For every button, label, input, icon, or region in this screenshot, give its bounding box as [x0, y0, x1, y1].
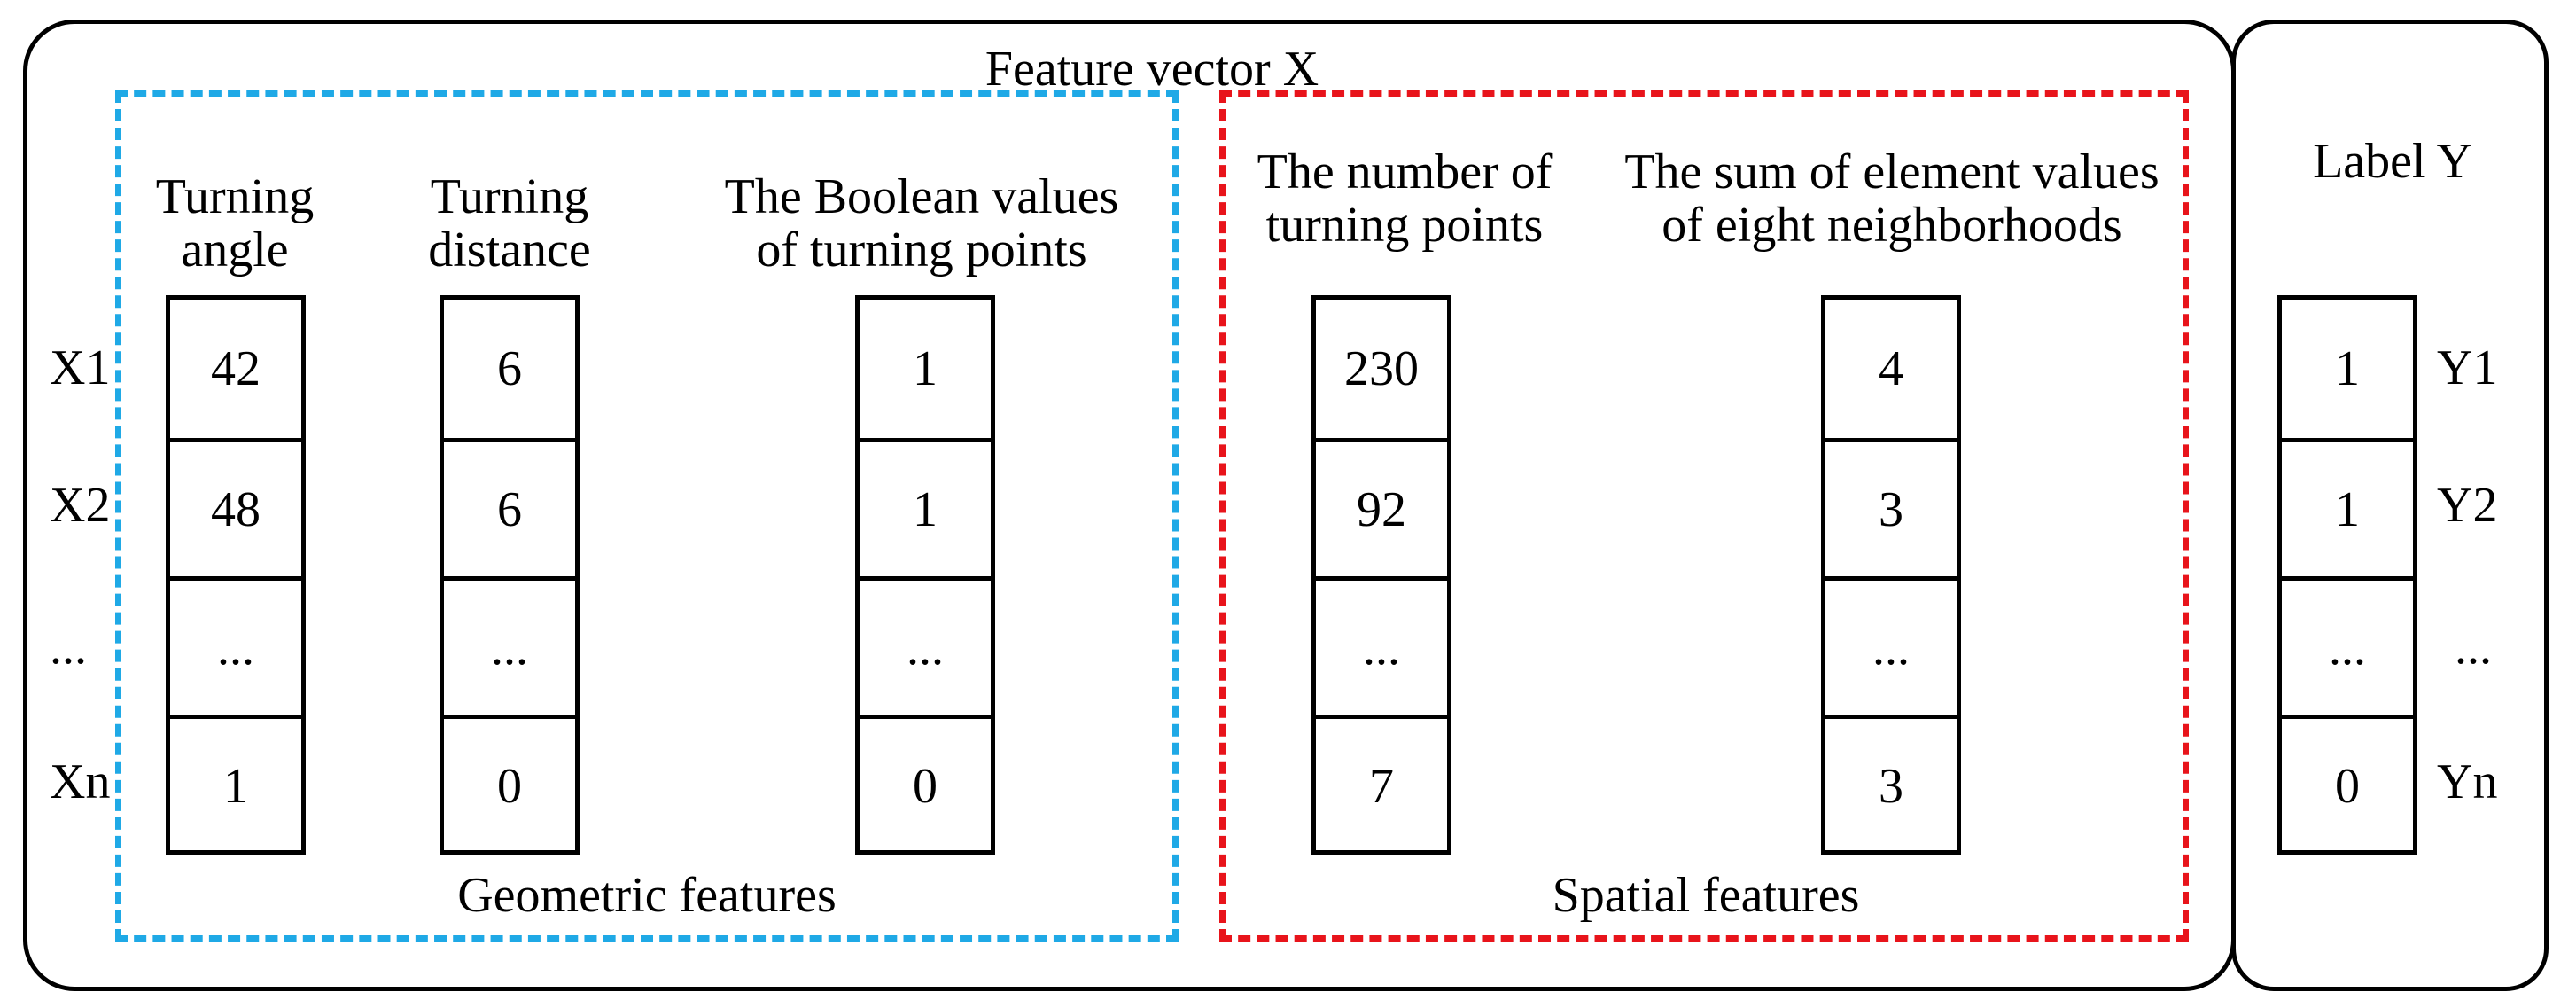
value-cell: 0 [860, 715, 991, 853]
row-label-x1: X1 [50, 340, 111, 395]
geometric-features-caption: Geometric features [457, 868, 837, 923]
value-cell: 3 [1825, 715, 1957, 853]
value-cell: 1 [2282, 438, 2413, 576]
value-cell: 3 [1825, 438, 1957, 576]
row-label-y-ellipsis: ... [2455, 620, 2492, 675]
value-cell: 1 [170, 715, 301, 853]
header-line: distance [428, 223, 591, 277]
header-boolean-turning-points: The Boolean values of turning points [691, 170, 1152, 277]
row-label-xn: Xn [50, 754, 111, 809]
row-label-yn: Yn [2437, 754, 2498, 809]
column-turning-angle: 42 48 ... 1 [166, 295, 306, 855]
header-line: The sum of element values [1624, 145, 2160, 199]
header-line: of eight neighborhoods [1662, 198, 2122, 253]
value-cell: 7 [1316, 715, 1447, 853]
column-boolean-turning-points: 1 1 ... 0 [855, 295, 995, 855]
header-number-of-turning-points: The number of turning points [1241, 145, 1568, 252]
value-cell: ... [860, 576, 991, 715]
header-line: turning points [1265, 198, 1544, 253]
row-label-ellipsis: ... [50, 620, 87, 675]
geometric-features-group [115, 90, 1179, 942]
header-turning-angle: Turning angle [146, 170, 323, 277]
row-label-x2: X2 [50, 478, 111, 533]
spatial-features-group [1219, 90, 2189, 942]
value-cell: 1 [913, 341, 938, 396]
value-cell: 230 [1344, 341, 1419, 396]
value-cell: ... [1825, 576, 1957, 715]
column-sum-eight-neighborhoods: 4 3 ... 3 [1821, 295, 1961, 855]
label-panel [2231, 20, 2549, 991]
header-line: The Boolean values [724, 169, 1119, 224]
value-cell: ... [2282, 576, 2413, 715]
header-turning-distance: Turning distance [408, 170, 611, 277]
value-cell: ... [1316, 576, 1447, 715]
header-sum-eight-neighborhoods: The sum of element values of eight neigh… [1595, 145, 2189, 252]
value-cell: ... [444, 576, 575, 715]
column-number-of-turning-points: 230 92 ... 7 [1311, 295, 1451, 855]
value-cell: 42 [211, 341, 261, 396]
row-label-y2: Y2 [2437, 478, 2498, 533]
value-cell: 92 [1316, 438, 1447, 576]
value-cell: 1 [2335, 341, 2360, 396]
label-panel-title: Label Y [2313, 134, 2472, 189]
value-cell: 6 [497, 341, 522, 396]
header-line: of turning points [756, 223, 1087, 277]
row-label-y1: Y1 [2437, 340, 2498, 395]
header-line: The number of [1257, 145, 1553, 199]
value-cell: 0 [2282, 715, 2413, 853]
feature-vector-title: Feature vector X [984, 42, 1319, 97]
value-cell: 1 [860, 438, 991, 576]
value-cell: 0 [444, 715, 575, 853]
column-turning-distance: 6 6 ... 0 [440, 295, 580, 855]
column-label-y: 1 1 ... 0 [2277, 295, 2417, 855]
value-cell: ... [170, 576, 301, 715]
value-cell: 6 [444, 438, 575, 576]
value-cell: 4 [1879, 341, 1903, 396]
header-line: angle [181, 223, 289, 277]
header-line: Turning [155, 169, 315, 224]
spatial-features-caption: Spatial features [1552, 868, 1860, 923]
header-line: Turning [430, 169, 589, 224]
value-cell: 48 [170, 438, 301, 576]
